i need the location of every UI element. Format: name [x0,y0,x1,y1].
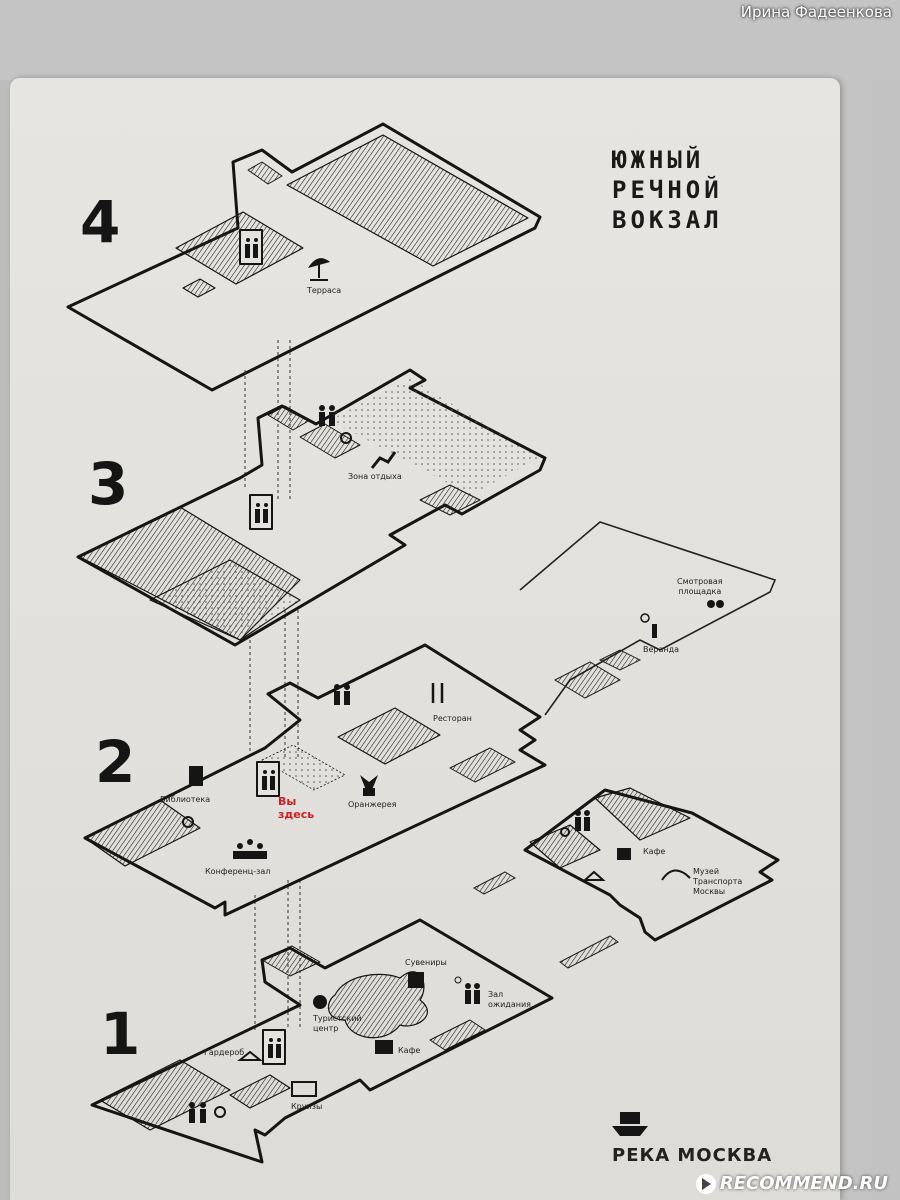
boat-logo-icon [612,1112,648,1136]
bridges [472,871,619,969]
floor-number-2: 2 [95,728,136,796]
label-museum-line3: Москвы [693,887,726,896]
hanger-icon [237,870,606,1061]
floor-number-3: 3 [88,450,129,518]
you-are-here-marker: Вы здесь [278,795,314,821]
you-are-here-line1: Вы [278,795,297,808]
label-waiting-line2: ожидания [488,1000,531,1009]
museum-logo-icon [661,869,691,881]
photo-credit: Ирина Фадеенкова [740,3,892,21]
wheelchair-icon [182,432,570,1118]
label-restaurant: Ресторан [433,714,472,723]
label-cruises: Круизы [291,1102,323,1111]
binoculars-icon [707,600,724,608]
floor-1-plan [90,918,554,1164]
label-tourist-line2: центр [313,1024,339,1033]
title-line-1: ЮЖНЫЙ [612,146,705,174]
elevator-icon [245,238,281,1058]
floor-3-plan [76,368,547,647]
title-line-3: ВОКЗАЛ [612,206,723,234]
label-veranda: Веранда [643,645,680,654]
label-observation-deck: Смотровая площадка [677,577,723,597]
title-line-2: РЕЧНОЙ [612,176,723,204]
label-annex-cafe: Кафе [643,847,666,856]
label-museum: Музей Транспорта Москвы [693,867,742,897]
label-tourist-line1: Туристский [313,1014,362,1023]
watermark: RECOMMEND.RU [695,1173,888,1194]
watermark-text: RECOMMEND.RU [719,1173,888,1194]
label-terrace: Терраса [307,286,342,295]
station-title: ЮЖНЫЙ РЕЧНОЙ ВОКЗАЛ [612,145,792,235]
museum-annex-plan [523,787,780,942]
watermark-logo-icon [695,1174,716,1194]
meeting-icon [233,839,267,859]
river-brand-label: РЕКА МОСКВА [612,1145,773,1166]
label-observation-line2: площадка [678,587,722,596]
label-museum-line2: Транспорта [693,877,743,886]
gift-icon [408,972,424,988]
coffee-cup-icon [375,848,631,1054]
label-souvenirs: Сувениры [405,958,447,967]
label-waiting-hall: Зал ожидания [488,990,531,1010]
ticket-icon [291,1081,317,1097]
floor-2-annex-terrace [519,521,777,716]
label-conference-hall: Конференц-зал [205,867,271,876]
floor-number-4: 4 [80,188,121,256]
you-are-here-line2: здесь [278,808,315,821]
label-tourist-center: Туристский центр [313,1014,362,1034]
wall-background [0,0,900,80]
floor-4-plan [66,122,542,392]
clock-people-icon [454,976,480,1004]
floor-2-plan [83,643,547,917]
label-orangery: Оранжерея [348,800,397,809]
label-rest-zone: Зона отдыха [348,472,402,481]
book-icon [189,766,203,786]
lounge-chair-icon [370,451,397,469]
label-observation-line1: Смотровая [677,577,723,586]
label-cafe: Кафе [398,1046,421,1055]
toilets-icon [189,405,590,1123]
beach-umbrella-icon [308,258,330,281]
sun-person-icon [640,613,657,638]
info-icon [313,995,327,1009]
label-library: Библиотека [160,795,211,804]
label-museum-line1: Музей [693,867,720,876]
label-waiting-line1: Зал [488,990,504,999]
fork-knife-icon [431,683,444,703]
floor-number-1: 1 [100,1000,141,1068]
plant-icon [360,775,378,796]
label-wardrobe: Гардероб [204,1048,245,1057]
